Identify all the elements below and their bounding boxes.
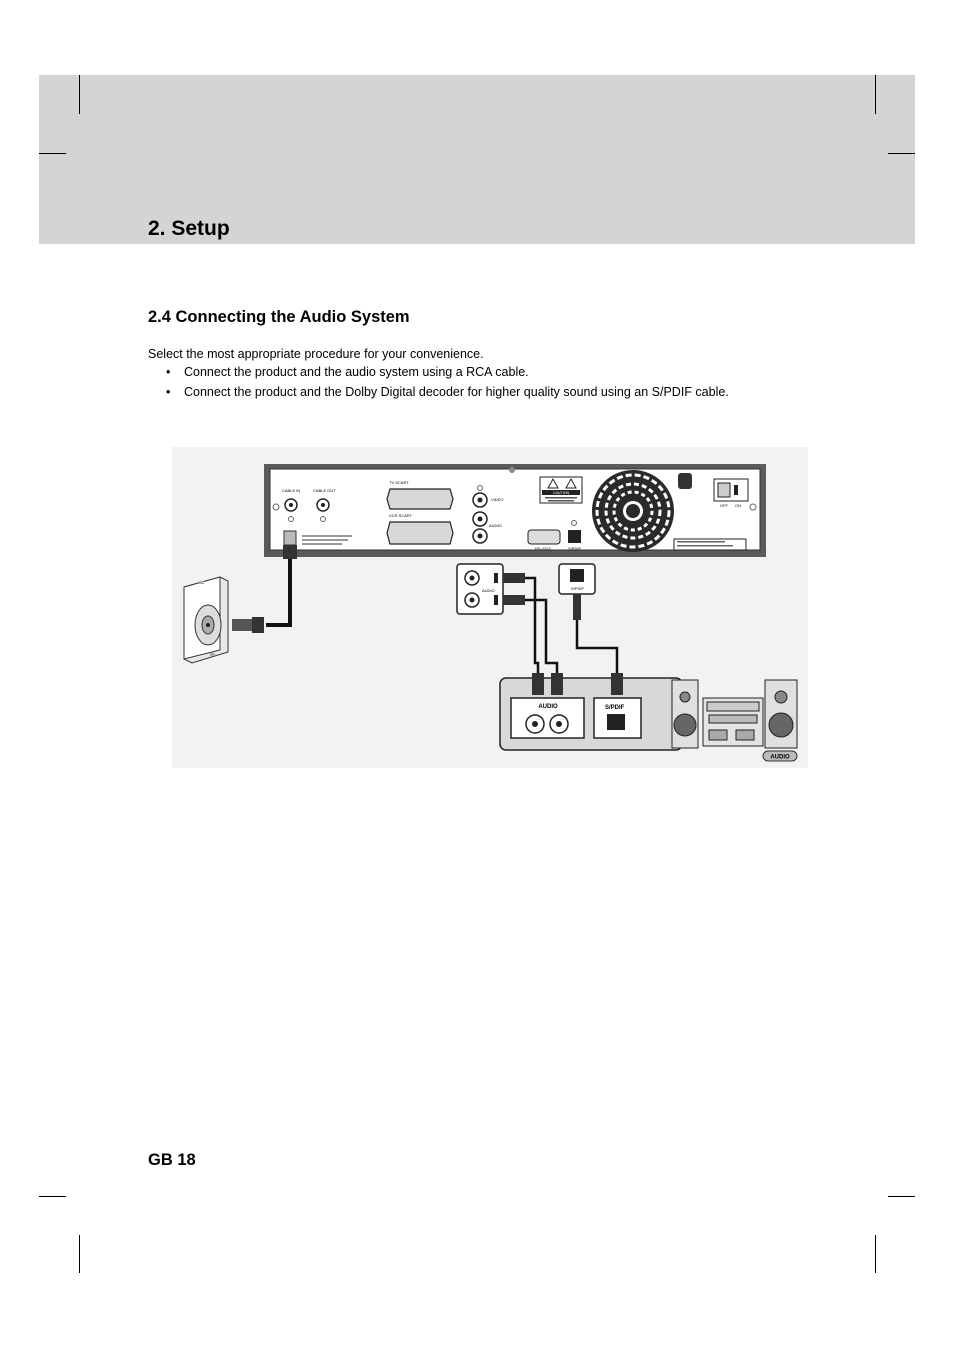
- crop-mark-bottom-right-horizontal: [888, 1196, 915, 1197]
- bullet-text: Connect the product and the audio system…: [184, 365, 529, 379]
- bullet-icon: •: [166, 385, 171, 399]
- bullet-list: • Connect the product and the audio syst…: [148, 364, 828, 404]
- crop-mark-bottom-right-vertical: [875, 1235, 876, 1273]
- header-band: [39, 75, 915, 244]
- audio-system: AUDIO: [671, 679, 798, 762]
- antenna-wall-socket: [183, 576, 229, 664]
- intro-text: Select the most appropriate procedure fo…: [148, 347, 484, 361]
- audio-decoder-panel: AUDIO S/PDIF: [499, 673, 683, 751]
- rca-plug-right: [503, 595, 525, 605]
- vcr-scart-port: [386, 521, 454, 545]
- section-title: 2. Setup: [148, 217, 230, 240]
- crop-mark-bottom-left-horizontal: [39, 1196, 66, 1197]
- cable-in-label: CABLE IN: [282, 488, 300, 493]
- rs232c-port: [527, 529, 561, 545]
- receiver-audio-callout: AUDIO: [456, 563, 504, 615]
- cooling-fan: [592, 470, 674, 552]
- crop-mark-top-right-horizontal: [888, 153, 915, 154]
- power-switch: [717, 482, 731, 498]
- caution-label: CAUTION: [553, 491, 570, 495]
- spdif-port: [568, 530, 581, 543]
- rca-plug-left: [503, 573, 525, 583]
- tv-scart-label: TV SCART: [389, 480, 409, 485]
- audio-label: AUDIO: [489, 523, 502, 528]
- list-item: • Connect the product and the Dolby Digi…: [148, 384, 828, 401]
- decoder-spdif-port: [607, 714, 625, 730]
- audio-system-label: AUDIO: [770, 755, 790, 761]
- decoder-audio-label: AUDIO: [538, 704, 558, 710]
- callout-audio-label: AUDIO: [482, 588, 495, 593]
- receiver-rear-panel: CABLE IN CABLE OUT TV SCART VCR SCART VI…: [264, 464, 766, 557]
- tv-scart-port: [386, 488, 454, 510]
- page-number: GB 18: [148, 1151, 196, 1169]
- crop-mark-bottom-left-vertical: [79, 1235, 80, 1273]
- receiver-spdif-callout: S/PDIF: [558, 563, 596, 595]
- subsection-title: 2.4 Connecting the Audio System: [148, 308, 410, 326]
- crop-mark-top-right-vertical: [875, 75, 876, 114]
- bullet-text: Connect the product and the Dolby Digita…: [184, 385, 729, 399]
- video-label: VIDEO: [491, 497, 503, 502]
- spdif-label: S/PDIF: [568, 546, 581, 551]
- bullet-icon: •: [166, 365, 171, 379]
- decoder-spdif-label: S/PDIF: [605, 705, 625, 711]
- rs232c-label: RS-232C: [535, 546, 552, 551]
- power-cord-inlet: [678, 473, 692, 489]
- on-label: ON: [735, 503, 741, 508]
- crop-mark-top-left-vertical: [79, 75, 80, 114]
- spdif-plug-top: [573, 594, 581, 620]
- connection-diagram: CABLE IN CABLE OUT TV SCART VCR SCART VI…: [172, 447, 808, 768]
- list-item: • Connect the product and the audio syst…: [148, 364, 828, 381]
- crop-mark-top-left-horizontal: [39, 153, 66, 154]
- off-label: OFF: [720, 503, 729, 508]
- callout-spdif-label: S/PDIF: [571, 586, 584, 591]
- vcr-scart-label: VCR SCART: [389, 513, 413, 518]
- cable-out-label: CABLE OUT: [313, 488, 336, 493]
